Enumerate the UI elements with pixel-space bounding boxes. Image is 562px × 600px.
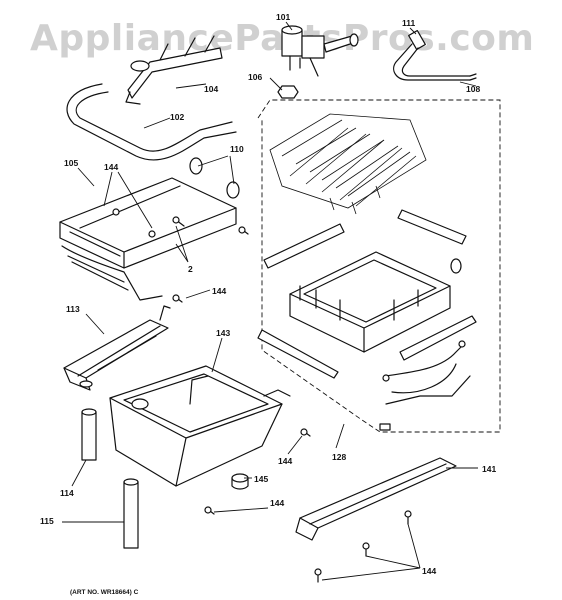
callout-143: 143 (216, 328, 230, 338)
part-128-boundary (257, 99, 501, 433)
callout-144-e: 144 (422, 566, 436, 576)
part-144-screws-panel[interactable] (314, 510, 412, 583)
art-number: (ART NO. WR18664) C (70, 589, 139, 596)
part-102-fill-tube[interactable] (66, 83, 237, 161)
part-128-brackets[interactable] (257, 209, 477, 379)
part-106-nut[interactable] (277, 85, 299, 99)
callout-106: 106 (248, 72, 262, 82)
callout-2: 2 (188, 264, 193, 274)
callout-110: 110 (230, 144, 244, 154)
callout-105: 105 (64, 158, 78, 168)
callout-113: 113 (66, 304, 80, 314)
callout-101: 101 (276, 12, 290, 22)
part-144-screws-bucket[interactable] (204, 428, 311, 515)
part-110-grommets[interactable] (189, 157, 240, 199)
callout-115: 115 (40, 516, 54, 526)
part-115-tube[interactable] (123, 478, 139, 549)
part-114-tube[interactable] (81, 408, 97, 461)
part-105-mounting-frame[interactable] (59, 177, 237, 301)
callout-141: 141 (482, 464, 496, 474)
callout-104: 104 (204, 84, 218, 94)
callout-144-b: 144 (212, 286, 226, 296)
part-145-foot[interactable] (231, 473, 249, 490)
callout-144-a: 144 (104, 162, 118, 172)
part-128-wire-harness[interactable] (379, 340, 471, 431)
callout-145: 145 (254, 474, 268, 484)
callout-128: 128 (332, 452, 346, 462)
part-113-fill-cup[interactable] (63, 305, 171, 391)
part-128-ice-box[interactable] (289, 251, 462, 353)
part-141-cover-panel[interactable] (295, 457, 457, 541)
callout-102: 102 (170, 112, 184, 122)
callout-111: 111 (402, 18, 416, 28)
part-104-ejector[interactable] (125, 35, 223, 105)
part-111-108-heater[interactable] (393, 29, 477, 81)
leader-lines (62, 21, 478, 581)
callout-144-d: 144 (270, 498, 284, 508)
part-144-screws-frame[interactable] (172, 216, 249, 303)
part-128-wire-rack[interactable] (269, 113, 427, 215)
callout-144-c: 144 (278, 456, 292, 466)
part-143-ice-bucket[interactable] (109, 365, 291, 487)
callout-114: 114 (60, 488, 74, 498)
callout-108: 108 (466, 84, 480, 94)
